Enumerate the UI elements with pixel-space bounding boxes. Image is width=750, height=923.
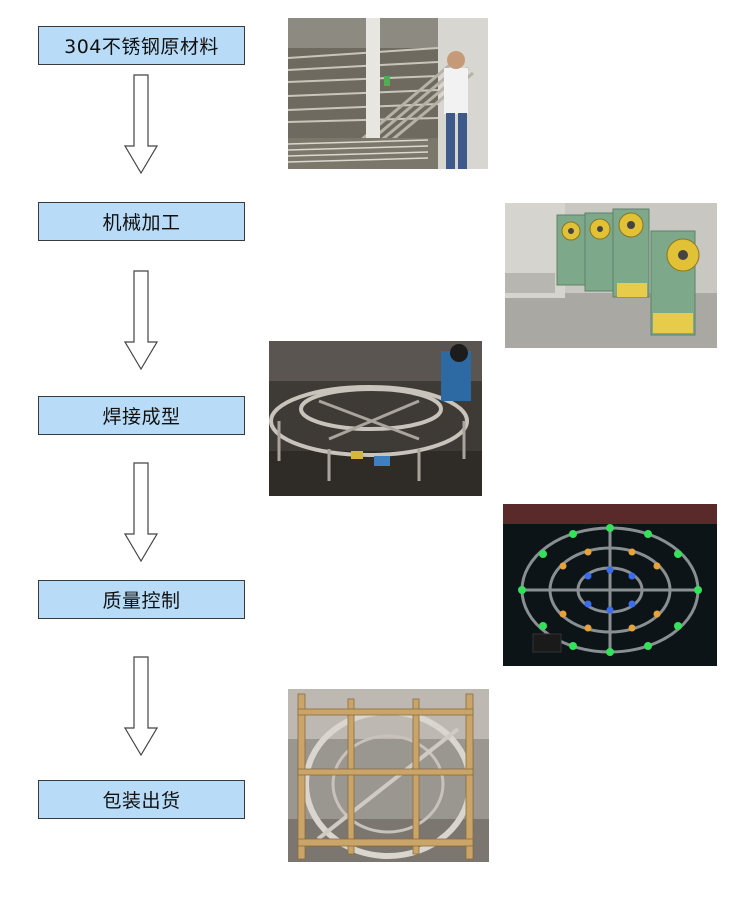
welding-frame-photo [269, 341, 482, 496]
down-arrow-icon [124, 656, 158, 756]
step-quality-control: 质量控制 [38, 580, 245, 619]
led-light-test-photo [503, 504, 717, 666]
step-label: 机械加工 [102, 212, 181, 234]
step-machining: 机械加工 [38, 202, 245, 241]
raw-material-warehouse-photo [288, 18, 488, 169]
step-label: 304不锈钢原材料 [64, 36, 219, 58]
step-raw-material: 304不锈钢原材料 [38, 26, 245, 65]
down-arrow-icon [124, 462, 158, 562]
step-packing-shipping: 包装出货 [38, 780, 245, 819]
step-welding: 焊接成型 [38, 396, 245, 435]
down-arrow-icon [124, 270, 158, 370]
step-label: 焊接成型 [102, 406, 181, 428]
step-label: 包装出货 [102, 790, 181, 812]
punch-press-machines-photo [505, 203, 717, 348]
step-label: 质量控制 [102, 590, 181, 612]
down-arrow-icon [124, 74, 158, 174]
wooden-crate-packing-photo [288, 689, 489, 862]
